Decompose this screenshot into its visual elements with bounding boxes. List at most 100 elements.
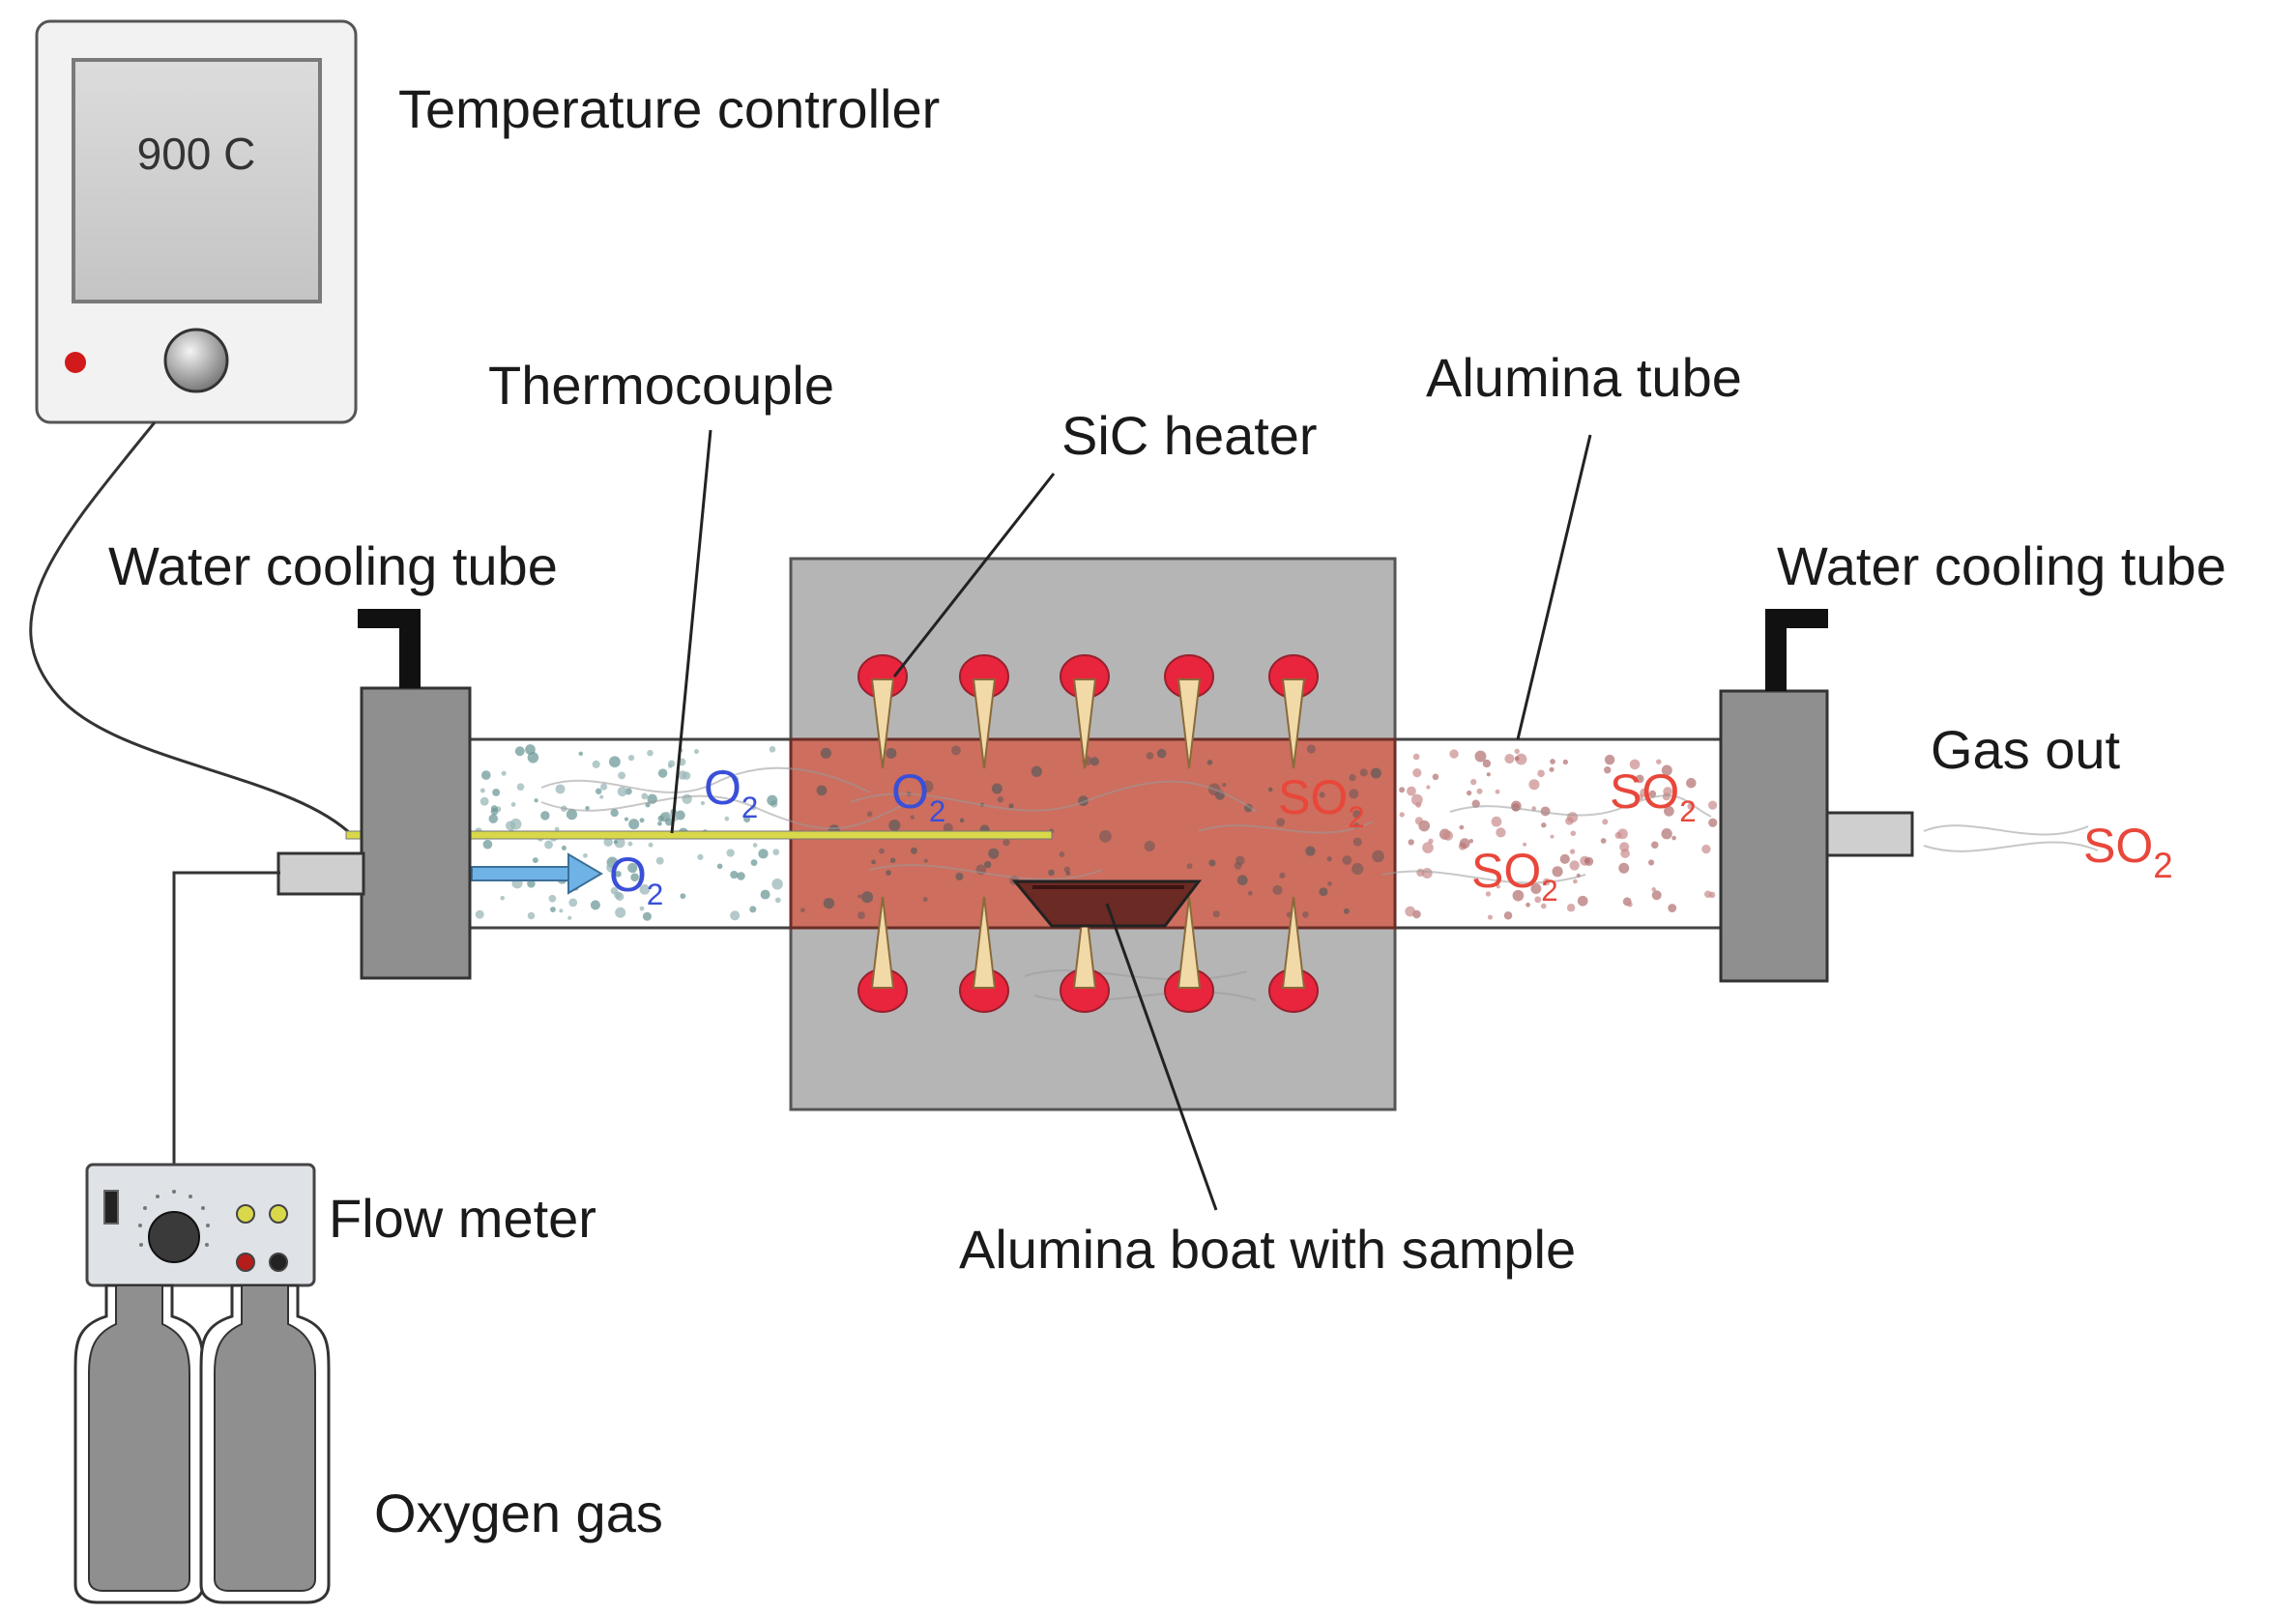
so2-particle [1584,857,1590,864]
so2-particle [1514,756,1520,762]
oxygen-particle [510,802,516,807]
so2-particle [1432,773,1439,781]
so2-particle [1496,827,1506,838]
oxygen-particle [614,891,622,899]
led-indicator-icon [65,352,86,373]
sic-heater-element-icon [1268,654,1319,769]
sic-heater-element-icon [857,896,908,1013]
reaction-particle [866,811,873,817]
oxygen-particle [492,788,501,796]
so2-particle [1648,790,1657,798]
oxygen-particle [641,793,649,800]
so2-label: SO2 [1471,844,1558,908]
controller-screen [72,58,322,303]
reaction-particle [1319,792,1325,798]
so2-particle [1671,835,1676,841]
oxygen-particle [664,811,670,817]
so2-particle [1495,789,1500,794]
so2-label: SO2 [2083,819,2173,885]
oxygen-particle [627,862,638,874]
so2-particle [1487,914,1493,920]
reaction-particle [988,848,1000,859]
controller-display-value: 900 C [137,129,256,179]
reaction-particle [820,747,831,759]
sic-heater-element-icon [1164,896,1214,1013]
reaction-particle [1222,782,1227,788]
so2-particle [1468,839,1473,844]
oxygen-particle [693,749,699,755]
oxygen-particle [603,837,613,847]
so2-particle [1562,759,1568,765]
oxygen-particle [639,906,645,911]
oxygen-particle [480,788,485,793]
so2-particle [1491,816,1502,827]
reaction-particle [983,860,992,869]
oxygen-particle [700,800,706,806]
so2-particle [1449,749,1459,759]
reaction-particle [1146,752,1154,760]
reaction-particle [857,911,865,920]
oxygen-particle [613,840,618,845]
so2-particle [1405,906,1416,917]
leader-alumina-tube [1516,434,1592,740]
so2-particle [1485,891,1492,897]
reaction-particle [888,819,901,832]
so2-particle [1627,902,1633,908]
reaction-particle [997,796,1004,803]
reaction-particle [1003,839,1010,847]
so2-particle [1552,866,1563,878]
so2-particle [1482,759,1492,768]
o2-label: O2 [891,764,945,828]
so2-particle [1600,838,1607,844]
reaction-particle [1186,863,1193,870]
reaction-particle [1370,767,1381,779]
so2-particle [1565,817,1574,825]
so2-particle [1703,890,1712,899]
label-water-cooling-left: Water cooling tube [108,535,558,596]
oxygen-particle [716,863,723,870]
reaction-particle [910,847,917,854]
oxygen-particle [490,805,498,812]
oxygen-particle [618,771,626,780]
sic-heater-element-icon [959,654,1009,769]
oxygen-particle [630,873,639,882]
reaction-particle [1349,789,1359,799]
oxygen-particle [648,842,654,848]
so2-particle [1602,819,1609,825]
oxygen-particle [767,794,778,806]
gas-supply-line [172,871,280,1165]
so2-particle [1569,849,1576,854]
oxygen-particle [720,769,726,775]
oxygen-particle [614,837,625,849]
so2-particle [1503,910,1513,920]
oxygen-particle [769,746,776,753]
so2-particle [1399,812,1405,818]
reaction-particle [1208,859,1216,867]
reaction-particle [1212,910,1220,918]
so2-particle [1467,790,1472,796]
so2-particle [1476,788,1483,794]
sic-heater-element-icon [1060,654,1110,769]
oxygen-particle [583,852,588,858]
reaction-particle [1234,861,1242,870]
reaction-particle [800,908,805,913]
reaction-particle [1031,765,1042,777]
oxygen-particle [665,818,673,826]
oxygen-particle [475,909,484,919]
oxygen-particle [628,819,640,830]
so2-particle [1629,759,1641,770]
reaction-particle [1272,884,1283,895]
oxygen-particle [544,840,553,850]
so2-particle [1412,768,1422,778]
sic-heater-element-icon [1164,654,1214,769]
so2-particle [1577,895,1588,907]
so2-label: SO2 [1610,764,1697,828]
reaction-particle [955,872,964,880]
oxygen-particle [774,897,781,904]
oxygen-particle [595,788,602,794]
so2-particle [1470,778,1477,786]
oxygen-particle [750,859,758,867]
oxygen-particle [525,744,536,755]
so2-particle [1540,806,1551,817]
reaction-particle [951,745,961,756]
